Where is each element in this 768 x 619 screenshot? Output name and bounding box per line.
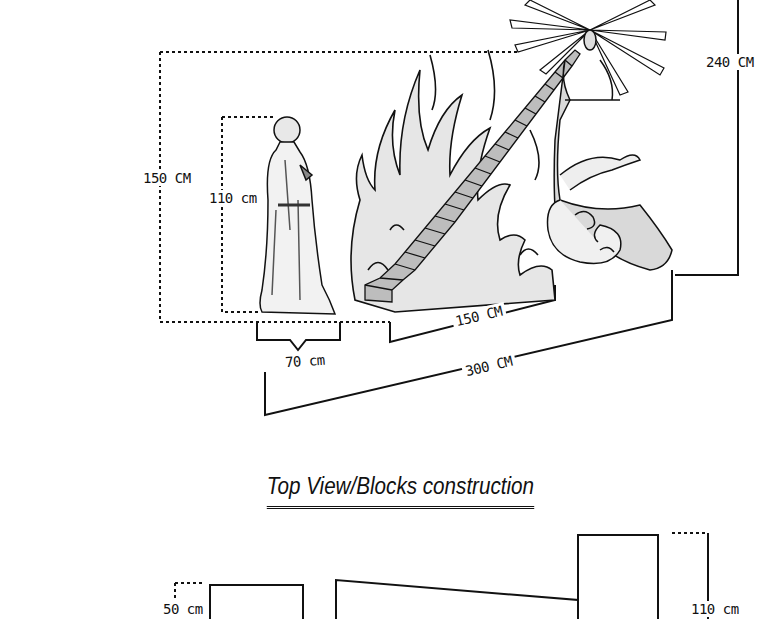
dimension-label: 110 cm — [206, 190, 260, 206]
dimension-label: 240 CM — [703, 54, 757, 70]
dimension-label: 150 CM — [140, 170, 194, 186]
dimension-label: 70 cm — [281, 351, 328, 370]
dimension-label: 110 cm — [688, 601, 742, 617]
section-heading: Top View/Blocks construction — [267, 472, 534, 509]
dimension-label: 300 CM — [461, 352, 517, 380]
dimension-label: 50 cm — [160, 601, 206, 617]
